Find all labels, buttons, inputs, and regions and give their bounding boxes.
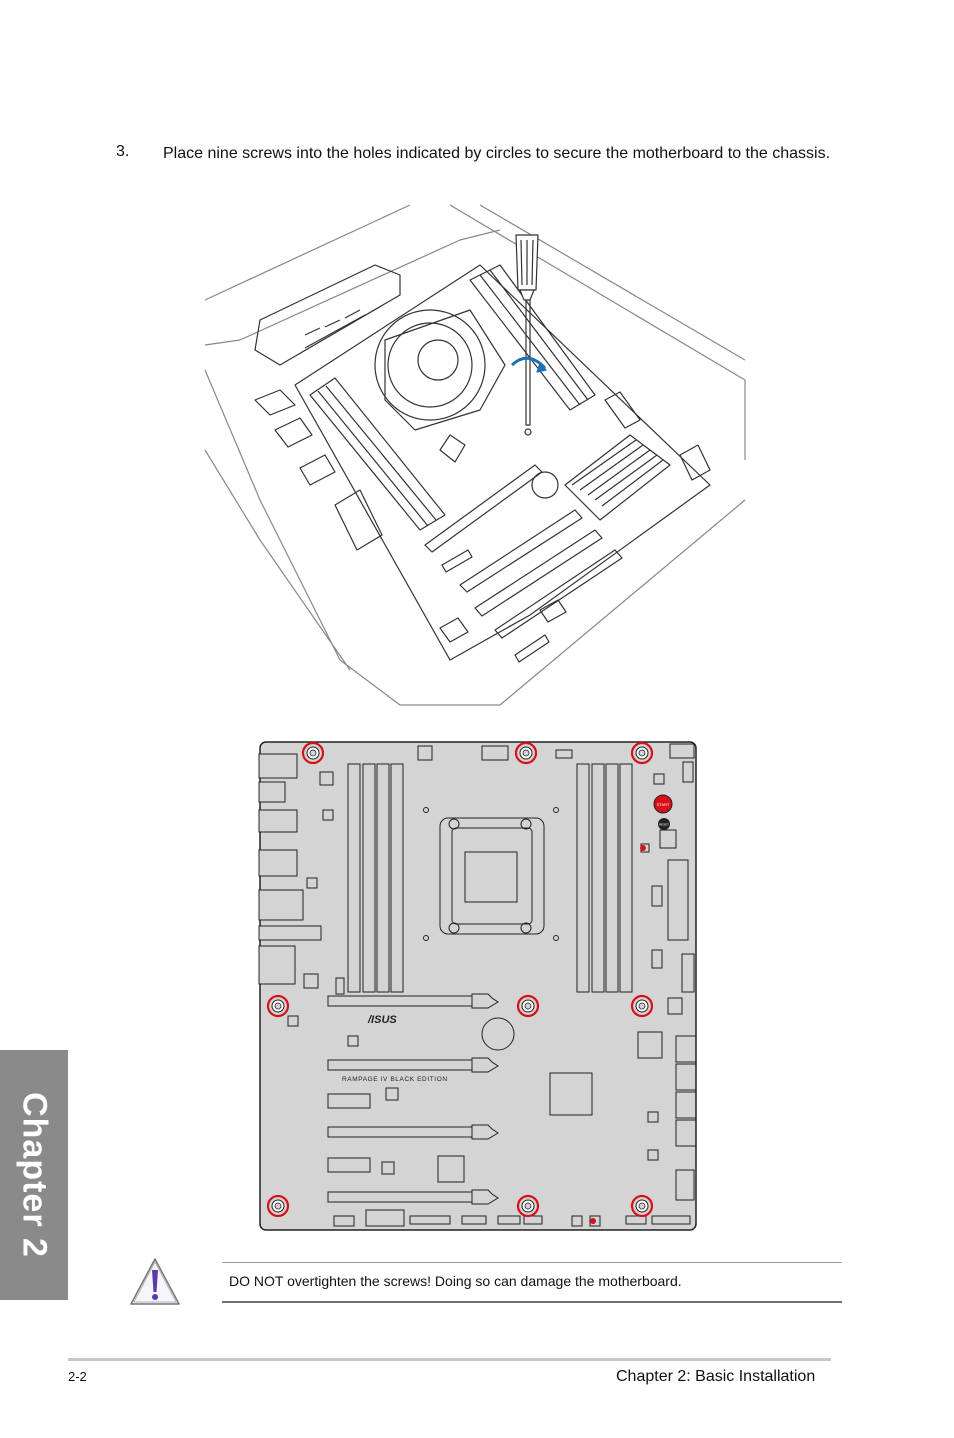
page-number: 2-2 (68, 1369, 87, 1384)
step-number: 3. (116, 143, 130, 160)
chapter-side-tab-label: Chapter 2 (15, 1092, 54, 1258)
screw-hole-marker (301, 741, 325, 765)
screw-hole-marker (630, 1194, 654, 1218)
screw-hole-marker (514, 741, 538, 765)
warning-note-text: DO NOT overtighten the screws! Doing so … (229, 1273, 682, 1289)
start-button-graphic (653, 794, 673, 814)
chapter-side-tab: Chapter 2 (0, 1050, 68, 1300)
screw-hole-marker (266, 994, 290, 1018)
reset-button-graphic (658, 818, 670, 830)
start-button-label: START (657, 802, 670, 807)
chassis-installation-illustration (204, 204, 746, 706)
board-brand-logo: /ISUS (367, 1014, 397, 1026)
reset-button-label: RESET (659, 823, 669, 827)
screw-hole-marker (630, 741, 654, 765)
motherboard-layout-diagram: START RESET /ISUS RAMPAGE IV BLACK EDITI… (258, 741, 697, 1231)
footer-rule (68, 1358, 831, 1361)
led-indicator (640, 845, 646, 851)
screw-hole-marker (516, 994, 540, 1018)
footer-chapter-title: Chapter 2: Basic Installation (616, 1368, 816, 1385)
screw-hole-marker (516, 1194, 540, 1218)
note-bottom-rule (222, 1301, 842, 1303)
screw-holes (266, 741, 654, 1218)
board-model-label: RAMPAGE IV BLACK EDITION (342, 1076, 448, 1083)
motherboard-outline (259, 741, 697, 1231)
note-top-rule (222, 1262, 842, 1263)
screw-hole-marker (630, 994, 654, 1018)
screw-hole-marker (266, 1194, 290, 1218)
led-indicator-bottom (590, 1218, 596, 1224)
warning-icon (130, 1258, 180, 1305)
step-instruction: Place nine screws into the holes indicat… (163, 145, 831, 162)
